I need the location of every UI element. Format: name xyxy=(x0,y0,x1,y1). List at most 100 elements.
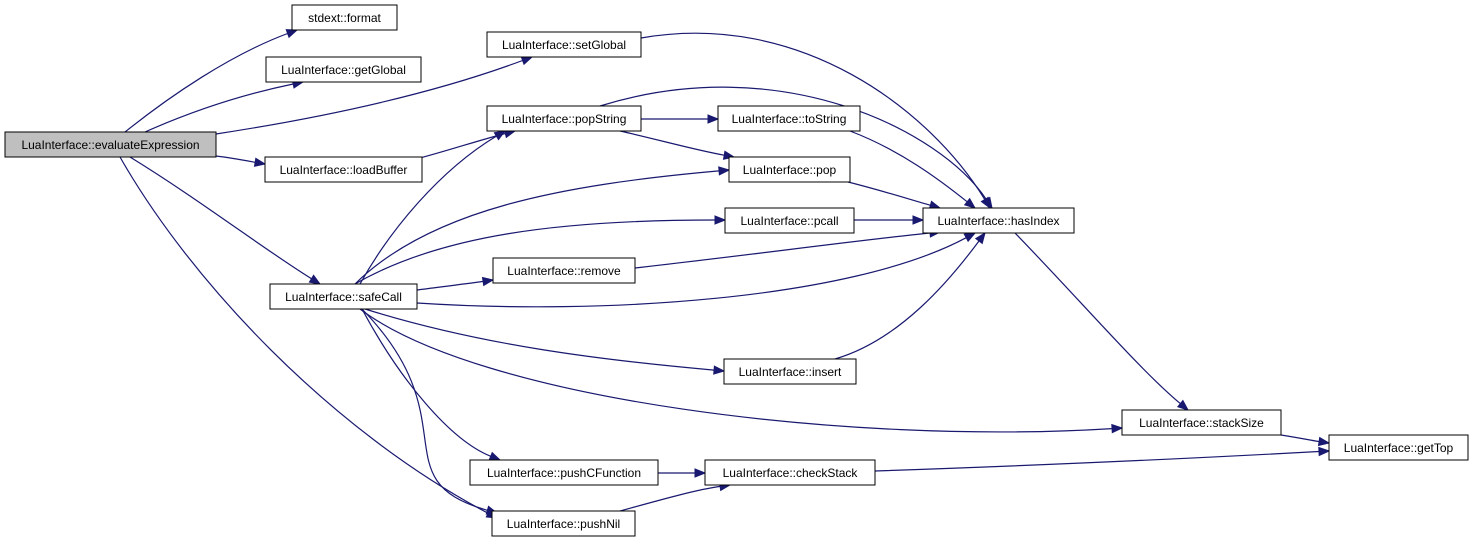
edge-evaluateExpression-to-loadBuffer xyxy=(215,155,267,167)
node-label: LuaInterface::hasIndex xyxy=(937,214,1059,228)
edge-safeCall-to-remove xyxy=(416,276,495,291)
edge-insert-to-hasIndex xyxy=(834,231,986,360)
node-label: LuaInterface::stackSize xyxy=(1139,416,1264,430)
node-label: LuaInterface::insert xyxy=(739,365,842,379)
edge-popString-to-toString xyxy=(641,114,720,124)
edge-pop-to-hasIndex xyxy=(847,181,942,210)
edge-arrowhead xyxy=(974,231,986,245)
node-checkStack[interactable]: LuaInterface::checkStack xyxy=(704,459,876,486)
edge-safeCall-to-stackSize xyxy=(359,308,1124,434)
edge-arrowhead xyxy=(713,365,726,375)
edge-arrowhead xyxy=(982,196,993,210)
edge-line xyxy=(144,83,294,133)
edge-line xyxy=(354,219,716,285)
edge-arrowhead xyxy=(1176,399,1190,411)
node-hasIndex[interactable]: LuaInterface::hasIndex xyxy=(922,207,1075,234)
edge-line xyxy=(599,86,987,201)
edge-arrowhead xyxy=(714,215,727,225)
node-pushCFunction[interactable]: LuaInterface::pushCFunction xyxy=(469,459,659,486)
edge-line xyxy=(849,130,968,203)
node-toString[interactable]: LuaInterface::toString xyxy=(717,105,861,132)
edge-line xyxy=(619,130,725,156)
node-pushNil[interactable]: LuaInterface::pushNil xyxy=(491,510,636,537)
node-getTop[interactable]: LuaInterface::getTop xyxy=(1328,434,1469,461)
edge-checkStack-to-getTop xyxy=(874,446,1331,472)
edge-line xyxy=(619,485,721,512)
node-label: LuaInterface::getGlobal xyxy=(281,63,406,77)
edge-safeCall-to-pop xyxy=(354,166,731,285)
edge-arrowhead xyxy=(694,468,707,478)
node-label: LuaInterface::remove xyxy=(507,264,621,278)
edge-pcall-to-hasIndex xyxy=(854,215,925,225)
node-label: LuaInterface::pushNil xyxy=(507,517,620,531)
edge-pushCFunction-to-checkStack xyxy=(658,468,707,478)
edge-line xyxy=(354,170,720,285)
node-label: LuaInterface::pushCFunction xyxy=(487,466,641,480)
node-format[interactable]: stdext::format xyxy=(291,4,398,31)
edge-arrowhead xyxy=(493,130,507,141)
edge-line xyxy=(119,156,489,514)
edge-line xyxy=(359,308,1113,433)
node-safeCall[interactable]: LuaInterface::safeCall xyxy=(269,283,418,310)
edge-evaluateExpression-to-getGlobal xyxy=(144,79,305,133)
node-label: LuaInterface::popString xyxy=(502,112,627,126)
node-label: LuaInterface::loadBuffer xyxy=(280,163,408,177)
edge-line xyxy=(416,280,484,291)
node-label: LuaInterface::setGlobal xyxy=(502,38,626,52)
edge-arrowhead xyxy=(1111,423,1124,434)
node-label: LuaInterface::safeCall xyxy=(285,290,402,304)
node-insert[interactable]: LuaInterface::insert xyxy=(723,358,857,385)
node-setGlobal[interactable]: LuaInterface::setGlobal xyxy=(486,31,642,58)
edge-safeCall-to-popString xyxy=(359,130,507,285)
edge-arrowhead xyxy=(707,114,720,124)
edge-evaluateExpression-to-safeCall xyxy=(129,156,322,285)
edge-toString-to-hasIndex xyxy=(849,130,977,209)
edge-line xyxy=(834,240,980,360)
edge-line xyxy=(634,232,931,269)
edge-safeCall-to-hasIndex xyxy=(416,232,977,308)
node-stackSize[interactable]: LuaInterface::stackSize xyxy=(1121,409,1282,436)
edge-line xyxy=(874,450,1320,472)
node-remove[interactable]: LuaInterface::remove xyxy=(492,257,636,284)
node-pop[interactable]: LuaInterface::pop xyxy=(728,156,851,183)
edge-stackSize-to-getTop xyxy=(1280,434,1331,447)
node-evaluateExpression[interactable]: LuaInterface::evaluateExpression xyxy=(4,131,217,158)
node-label: LuaInterface::pop xyxy=(743,163,837,177)
node-label: stdext::format xyxy=(308,11,381,25)
edge-arrowhead xyxy=(963,197,977,209)
edge-evaluateExpression-to-pushNil xyxy=(119,156,499,519)
edge-arrowhead xyxy=(912,215,925,225)
edge-line xyxy=(1280,434,1320,443)
edge-arrowhead xyxy=(1317,436,1331,447)
edge-arrowhead xyxy=(520,56,534,66)
edge-safeCall-to-pcall xyxy=(354,215,727,285)
edge-popString-to-pop xyxy=(619,130,736,160)
edge-line xyxy=(847,181,931,206)
node-label: LuaInterface::evaluateExpression xyxy=(21,138,199,152)
edge-line xyxy=(416,237,967,308)
edges-layer xyxy=(119,29,1331,519)
node-label: LuaInterface::checkStack xyxy=(723,466,859,480)
node-label: LuaInterface::toString xyxy=(732,112,847,126)
edge-remove-to-hasIndex xyxy=(634,228,942,269)
edge-arrowhead xyxy=(481,276,495,287)
edge-hasIndex-to-stackSize xyxy=(1014,232,1190,411)
edge-line xyxy=(364,308,715,371)
edge-line xyxy=(419,132,506,159)
nodes-layer: LuaInterface::evaluateExpression stdext:… xyxy=(4,4,1469,537)
edge-arrowhead xyxy=(963,232,977,243)
edge-line xyxy=(361,308,488,511)
edge-line xyxy=(1014,232,1181,405)
edge-arrowhead xyxy=(1318,446,1331,457)
edge-safeCall-to-insert xyxy=(364,308,726,375)
edge-arrowhead xyxy=(285,29,299,39)
node-label: LuaInterface::getTop xyxy=(1344,441,1454,455)
node-pcall[interactable]: LuaInterface::pcall xyxy=(724,207,855,234)
edge-arrowhead xyxy=(253,157,267,167)
edge-line xyxy=(215,155,256,163)
edge-line xyxy=(359,135,497,285)
node-popString[interactable]: LuaInterface::popString xyxy=(486,105,642,132)
node-getGlobal[interactable]: LuaInterface::getGlobal xyxy=(265,56,422,83)
node-loadBuffer[interactable]: LuaInterface::loadBuffer xyxy=(264,156,423,183)
